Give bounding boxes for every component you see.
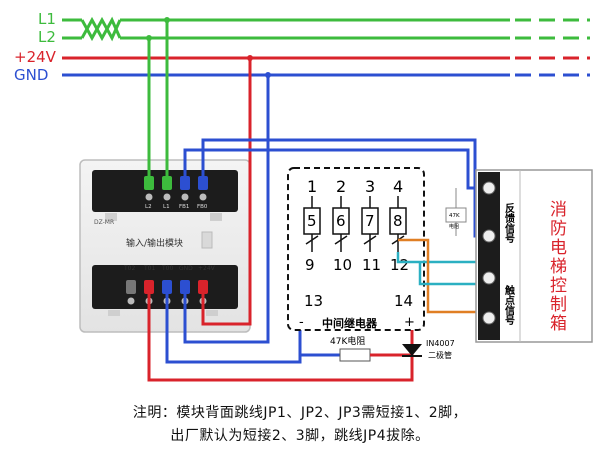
terminal-label-t00: T00 (161, 265, 173, 272)
terminal-label-t01: T01 (143, 265, 155, 272)
diode-part: IN4007 (426, 339, 455, 348)
bus-label-gnd: GND (14, 66, 48, 84)
bus-wires (62, 16, 590, 77)
relay-pin-6: 6 (336, 212, 346, 230)
resistor-label: 47K电阻 (330, 335, 365, 347)
terminal-label-l2: L2 (145, 204, 152, 210)
terminal-label-l1: L1 (163, 204, 170, 210)
elevator-box-title: 消防电梯控制箱 (546, 200, 567, 333)
relay-coil-13: 13 (304, 292, 323, 310)
terminal-label-t02: T02 (123, 265, 135, 272)
terminal-label-24v: +24V (198, 265, 216, 272)
terminal-label-gnd: GND (179, 265, 193, 272)
relay-pin-4: 4 (393, 177, 403, 196)
diode-name: 二极管 (428, 350, 452, 360)
note-line-1: 注明：模块背面跳线JP1、JP2、JP3需短接1、2脚， (132, 405, 468, 421)
relay-pin-7: 7 (365, 212, 375, 230)
relay-pin-5: 5 (307, 212, 317, 230)
diode-resistor (300, 344, 422, 362)
terminal-label-fb1: FB1 (179, 204, 189, 210)
terminal-label-fb0: FB0 (197, 204, 208, 210)
relay-pin-8: 8 (393, 212, 403, 230)
fb-res-sub: 电阻 (449, 223, 459, 230)
relay-pin-3: 3 (365, 177, 375, 196)
feedback-signal-label: 反馈信号 (503, 202, 516, 244)
relay-minus: - (299, 315, 304, 330)
relay-plus: + (404, 315, 415, 330)
relay-pin-12: 12 (390, 256, 409, 274)
contact-signal-label: 触点信号 (503, 284, 516, 326)
relay-name: 中间继电器 (322, 316, 378, 330)
note-line-2: 出厂默认为短接2、3脚，跳线JP4拔除。 (170, 428, 430, 444)
relay-pin-1: 1 (307, 177, 317, 196)
junction-dots (146, 17, 271, 78)
bus-label-24v: +24V (14, 48, 57, 66)
bus-label-l1: L1 (38, 10, 56, 28)
fb-res-label: 47K (449, 213, 460, 219)
bus-label-l2: L2 (38, 28, 56, 46)
module-title: 输入/输出模块 (126, 237, 183, 249)
relay-pin-2: 2 (336, 177, 346, 196)
relay-pin-9: 9 (305, 256, 315, 274)
relay-coil-14: 14 (394, 292, 413, 310)
relay (287, 167, 425, 331)
module-model: DZ-MR (94, 219, 114, 226)
elevator-box (445, 169, 593, 343)
relay-pin-11: 11 (362, 256, 381, 274)
relay-pin-10: 10 (333, 256, 352, 274)
module-bottom-terminals (126, 280, 208, 305)
module-top-terminals (144, 176, 208, 201)
